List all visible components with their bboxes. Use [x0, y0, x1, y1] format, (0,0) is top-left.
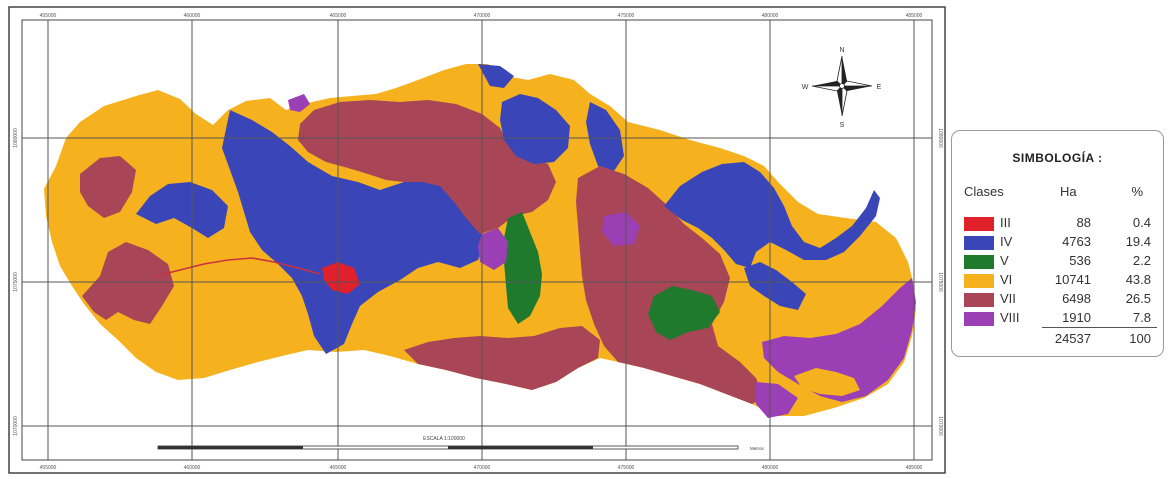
legend-swatch-vi	[964, 274, 994, 288]
legend-total-pct: 100	[1129, 331, 1151, 346]
legend-row: V 536 2.2	[952, 253, 1163, 272]
bottom-tick-label: 470000	[474, 465, 491, 471]
legend-row: VIII 1910 7.8	[952, 310, 1163, 329]
scale-bar: ESCALA 1:100000 Metros	[157, 436, 765, 451]
region-vii-southwest	[82, 242, 174, 324]
right-tick-label: 1075000	[937, 272, 943, 292]
legend-pct-value: 7.8	[1132, 310, 1151, 325]
coordinate-grid	[22, 20, 932, 460]
legend-row: III 88 0.4	[952, 215, 1163, 234]
legend-swatch-iii	[964, 217, 994, 231]
right-tick-label: 1070000	[937, 416, 943, 436]
bottom-tick-label: 465000	[330, 465, 347, 471]
region-viii-center	[478, 228, 508, 270]
legend-pct-value: 43.8	[1125, 272, 1151, 287]
legend-total-divider	[1042, 327, 1157, 328]
compass-south-label: S	[840, 122, 845, 129]
map-frame: 455000 460000 465000 470000 475000 48000…	[8, 6, 946, 474]
top-tick-label: 470000	[474, 13, 491, 19]
legend-header-pct: %	[1131, 184, 1143, 199]
compass-west-label: W	[802, 84, 809, 91]
bottom-tick-label: 475000	[618, 465, 635, 471]
region-vii-center	[298, 100, 556, 234]
region-vi-island-east	[794, 368, 860, 396]
top-tick-label: 480000	[762, 13, 779, 19]
compass-rose-icon: N S E W	[802, 47, 882, 129]
legend-ha-value: 88	[1076, 215, 1091, 230]
legend-row: VI 10741 43.8	[952, 272, 1163, 291]
region-viii-north-dot	[288, 94, 310, 112]
legend-ha-value: 10741	[1054, 272, 1091, 287]
legend-swatch-iv	[964, 236, 994, 250]
scale-bar-unit: Metros	[750, 446, 765, 451]
top-tick-label: 465000	[330, 13, 347, 19]
region-v-center	[504, 212, 542, 324]
legend-total-ha: 24537	[1054, 331, 1091, 346]
legend-row: IV 4763 19.4	[952, 234, 1163, 253]
legend-header-ha: Ha	[1060, 184, 1077, 199]
region-viii-southeast	[762, 278, 916, 402]
region-viii-southeast-tip	[756, 382, 798, 418]
bottom-tick-label: 485000	[906, 465, 923, 471]
top-tick-label: 485000	[906, 13, 923, 19]
legend-swatch-viii	[964, 312, 994, 326]
legend-pct-value: 26.5	[1125, 291, 1151, 306]
top-tick-label: 455000	[40, 13, 57, 19]
region-viii-east-inner	[602, 212, 640, 246]
legend-row: VII 6498 26.5	[952, 291, 1163, 310]
region-iv-east-branch	[744, 262, 806, 310]
region-v-east	[648, 286, 720, 340]
compass-east-label: E	[877, 84, 882, 91]
legend-pct-value: 19.4	[1125, 234, 1151, 249]
bottom-tick-label: 455000	[40, 465, 57, 471]
legend-ha-value: 4763	[1062, 234, 1091, 249]
region-iii	[322, 262, 360, 294]
top-tick-label: 460000	[184, 13, 201, 19]
right-tick-label: 1080000	[937, 128, 943, 148]
left-tick-label: 1075000	[13, 272, 19, 292]
legend-ha-value: 6498	[1062, 291, 1091, 306]
region-iv-west	[136, 182, 228, 238]
region-vii-south	[404, 326, 600, 390]
compass-north-label: N	[839, 47, 844, 54]
region-iv-north-tip	[478, 64, 514, 88]
river-line	[155, 257, 321, 277]
legend-header-clases: Clases	[964, 184, 1004, 199]
legend-ha-value: 536	[1069, 253, 1091, 268]
legend-panel: SIMBOLOGÍA : Clases Ha % III 88 0.4 IV 4…	[951, 130, 1164, 357]
legend-class-label: IV	[1000, 234, 1013, 249]
scale-bar-label: ESCALA 1:100000	[423, 436, 465, 442]
left-tick-label: 1080000	[13, 128, 19, 148]
region-iv-center	[222, 110, 484, 354]
legend-ha-value: 1910	[1062, 310, 1091, 325]
legend-class-label: VII	[1000, 291, 1016, 306]
basin-map	[44, 64, 916, 418]
top-tick-label: 475000	[618, 13, 635, 19]
legend-class-label: V	[1000, 253, 1009, 268]
legend-pct-value: 0.4	[1132, 215, 1151, 230]
legend-pct-value: 2.2	[1132, 253, 1151, 268]
left-tick-label: 1070000	[13, 416, 19, 436]
legend-swatch-vii	[964, 293, 994, 307]
legend-swatch-v	[964, 255, 994, 269]
legend-class-label: III	[1000, 215, 1011, 230]
bottom-tick-label: 480000	[762, 465, 779, 471]
legend-class-label: VIII	[1000, 310, 1020, 325]
region-iv-north	[500, 94, 570, 164]
legend-class-label: VI	[1000, 272, 1013, 287]
bottom-tick-label: 460000	[184, 465, 201, 471]
region-vii-west	[80, 156, 136, 218]
legend-title: SIMBOLOGÍA :	[1012, 151, 1103, 165]
region-iv-east	[664, 162, 880, 268]
